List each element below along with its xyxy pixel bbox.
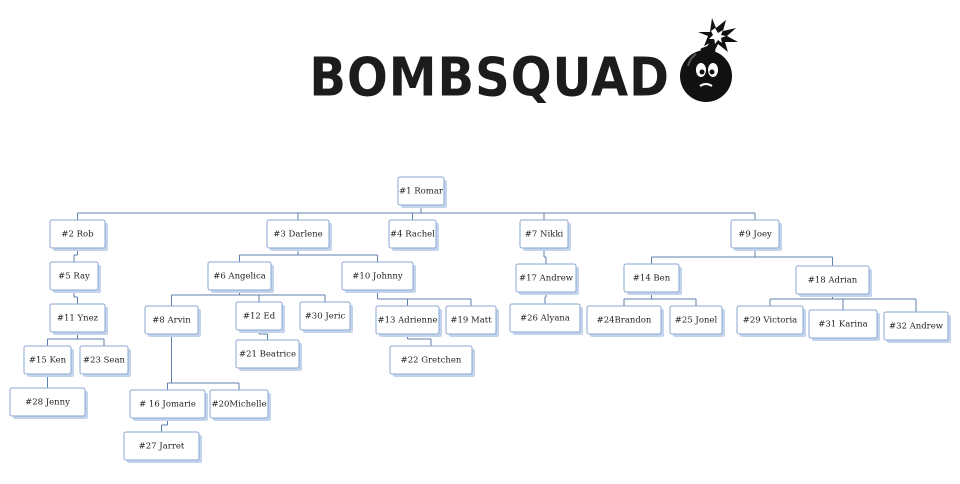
org-node-n15: #15 Ken [23,345,74,377]
org-node-n5: #5 Ray [49,261,101,293]
org-node-n28: #28 Jenny [9,387,88,419]
org-node-n31: #31 Karina [808,309,880,341]
node-box [209,389,269,419]
node-box [23,345,72,375]
node-label: #14 Ben [633,274,671,284]
org-node-n24: #24Brandon [586,305,664,337]
node-label: #9 Joey [738,230,772,240]
node-box [266,219,330,249]
node-label: #25 Jonel [675,316,718,326]
org-node-n7: #7 Nikki [519,219,571,251]
org-node-n16: # 16 Jomarie [129,389,208,421]
org-node-n29: #29 Victoria [736,305,806,337]
node-label: #4 Rachel [390,230,435,240]
org-node-n19: #19 Matt [445,305,499,337]
node-label: #27 Jarret [139,442,185,452]
node-box [669,305,723,335]
node-box [49,261,99,291]
page-title: BOMBSQUAD [309,46,670,109]
node-box [144,305,199,335]
node-label: #31 Karina [818,320,867,330]
org-node-n3: #3 Darlene [266,219,332,251]
node-label: #19 Matt [450,316,492,326]
node-label: #7 Nikki [525,230,564,240]
org-node-n6: #6 Angelica [207,261,274,293]
org-node-n32: #32 Andrew [883,311,951,343]
node-box [509,303,581,333]
bomb-mascot-icon [680,18,738,102]
node-box [808,309,878,339]
node-label: #30 Jeric [305,312,346,322]
org-node-n22: #22 Gretchen [389,345,475,377]
node-box [388,219,437,249]
node-label: #20Michelle [211,400,266,410]
node-label: #17 Andrew [519,274,574,284]
node-box [49,303,106,333]
node-box [389,345,473,375]
org-node-n10: #10 Johnny [341,261,416,293]
org-node-n25: #25 Jonel [669,305,725,337]
node-label: #21 Beatrice [239,350,296,360]
node-box [341,261,414,291]
node-label: #2 Rob [61,230,94,240]
node-label: #28 Jenny [25,398,70,408]
org-node-n18: #18 Adrian [795,265,872,297]
org-node-n23: #23 Sean [79,345,131,377]
org-node-n27: #27 Jarret [123,431,202,463]
org-node-n11: #11 Ynez [49,303,108,335]
node-box [883,311,949,341]
node-box [235,301,283,331]
node-label: #23 Sean [83,356,126,366]
node-label: #29 Victoria [743,316,798,326]
node-box [79,345,129,375]
node-box [586,305,662,335]
node-label: #11 Ynez [57,314,99,324]
org-node-n13: #13 Adrienne [375,305,442,337]
node-box [397,176,445,206]
org-node-n8: #8 Arvin [144,305,201,337]
org-node-n12: #12 Ed [235,301,285,333]
node-label: #13 Adrienne [377,316,437,326]
node-box [515,263,577,293]
node-label: #12 Ed [243,312,276,322]
org-node-n1: #1 Romar [397,176,447,208]
org-node-n20: #20Michelle [209,389,271,421]
node-label: #15 Ken [29,356,67,366]
node-label: #26 Alyana [520,314,570,324]
node-label: #6 Angelica [213,272,266,282]
org-node-n30: #30 Jeric [299,301,353,333]
node-box [795,265,870,295]
node-box [235,339,300,369]
node-box [445,305,497,335]
node-box [129,389,206,419]
node-label: #5 Ray [58,272,90,282]
node-label: #18 Adrian [808,276,858,286]
node-box [519,219,569,249]
node-label: #24Brandon [597,316,652,326]
node-box [623,263,680,293]
node-box [123,431,200,461]
node-box [299,301,351,331]
node-label: #32 Andrew [889,322,944,332]
node-box [9,387,86,417]
org-node-n2: #2 Rob [49,219,108,251]
node-label: #22 Gretchen [401,356,462,366]
node-label: #1 Romar [399,187,444,197]
node-box [730,219,780,249]
node-label: #10 Johnny [352,272,403,282]
node-box [375,305,440,335]
org-node-n17: #17 Andrew [515,263,579,295]
node-label: # 16 Jomarie [139,400,196,410]
org-node-n9: #9 Joey [730,219,782,251]
node-label: #8 Arvin [152,316,191,326]
org-node-n26: #26 Alyana [509,303,583,335]
node-box [207,261,272,291]
node-box [49,219,106,249]
org-node-n14: #14 Ben [623,263,682,295]
node-box [736,305,804,335]
org-node-n21: #21 Beatrice [235,339,302,371]
node-label: #3 Darlene [273,230,322,240]
org-node-n4: #4 Rachel [388,219,439,251]
